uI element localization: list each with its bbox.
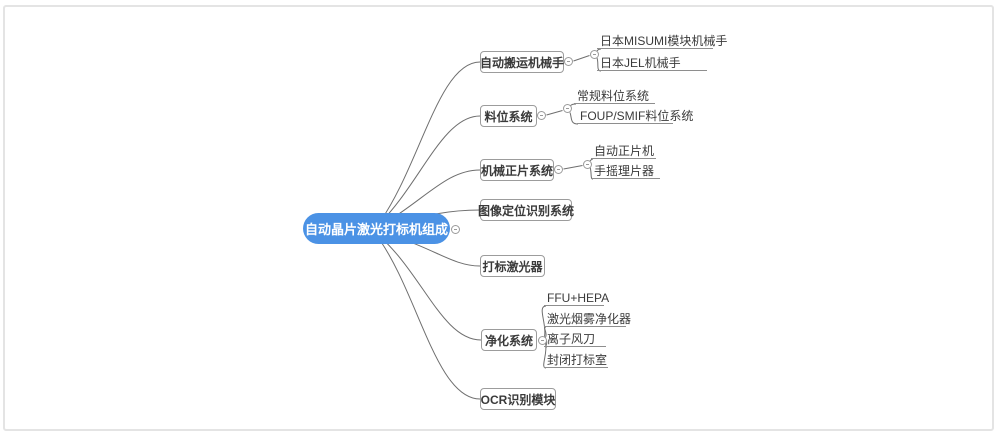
collapse-toggle-branch2[interactable] <box>537 111 546 120</box>
leaf-node[interactable]: 离子风刀 <box>544 333 606 347</box>
leaf-node[interactable]: 日本JEL机械手 <box>597 57 707 71</box>
leaf-label: FOUP/SMIF料位系统 <box>580 109 694 123</box>
branch-node-5[interactable]: 打标激光器 <box>480 255 545 277</box>
leaf-node[interactable]: 自动正片机 <box>591 145 656 159</box>
branch-label: 净化系统 <box>484 333 533 348</box>
leaf-label: 日本JEL机械手 <box>600 56 681 70</box>
leaf-label: 日本MISUMI模块机械手 <box>600 34 728 48</box>
collapse-toggle-branch3-fork[interactable] <box>583 160 592 169</box>
leaf-node[interactable]: 手摇理片器 <box>591 165 660 179</box>
leaf-node[interactable]: 常规料位系统 <box>574 90 655 104</box>
collapse-toggle-root[interactable] <box>451 225 460 234</box>
branch-node-7[interactable]: OCR识别模块 <box>480 388 556 410</box>
leaf-node[interactable]: 日本MISUMI模块机械手 <box>597 35 727 49</box>
branch-label: 自动搬运机械手 <box>480 55 565 70</box>
leaf-label: 离子风刀 <box>547 332 596 346</box>
branch-node-1[interactable]: 自动搬运机械手 <box>480 51 564 73</box>
leaf-node[interactable]: FOUP/SMIF料位系统 <box>577 110 693 124</box>
collapse-toggle-branch1[interactable] <box>564 57 573 66</box>
branch-node-6[interactable]: 净化系统 <box>481 329 537 351</box>
leaf-label: 封闭打标室 <box>547 353 608 367</box>
branch-label: 打标激光器 <box>482 259 543 274</box>
root-node-label: 自动晶片激光打标机组成 <box>304 222 448 237</box>
leaf-label: 常规料位系统 <box>577 89 650 103</box>
leaf-label: FFU+HEPA <box>547 291 610 305</box>
root-node[interactable]: 自动晶片激光打标机组成 <box>303 213 450 244</box>
collapse-toggle-branch3[interactable] <box>554 165 563 174</box>
leaf-label: 手摇理片器 <box>594 164 655 178</box>
branch-label: 图像定位识别系统 <box>478 203 575 218</box>
collapse-toggle-branch6[interactable] <box>538 336 547 345</box>
branch-label: 料位系统 <box>484 109 533 124</box>
collapse-toggle-branch2-fork[interactable] <box>563 104 572 113</box>
collapse-toggle-branch1-fork[interactable] <box>590 50 599 59</box>
leaf-label: 自动正片机 <box>594 144 655 158</box>
branch-label: OCR识别模块 <box>480 392 556 407</box>
leaf-node[interactable]: 封闭打标室 <box>544 354 608 368</box>
branch-label: 机械正片系统 <box>481 163 554 178</box>
leaf-label: 激光烟雾净化器 <box>547 312 632 326</box>
leaf-node[interactable]: 激光烟雾净化器 <box>544 313 631 327</box>
branch-node-4[interactable]: 图像定位识别系统 <box>478 199 575 221</box>
branch-node-2[interactable]: 料位系统 <box>480 105 537 127</box>
branch-node-3[interactable]: 机械正片系统 <box>480 159 554 181</box>
leaf-node[interactable]: FFU+HEPA <box>544 292 609 306</box>
